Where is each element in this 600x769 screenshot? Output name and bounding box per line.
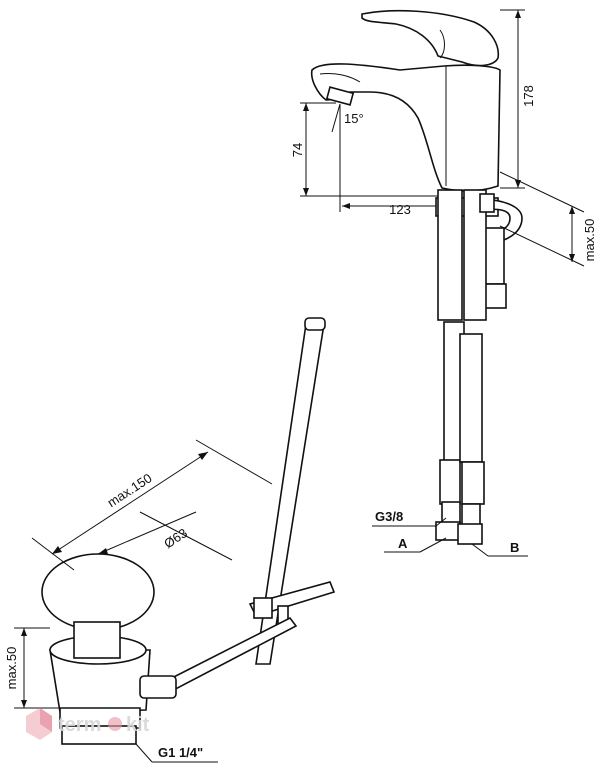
inlet-thread bbox=[479, 193, 495, 213]
mount-stud bbox=[483, 227, 505, 285]
dim-rod-length-label: max.150 bbox=[105, 470, 155, 510]
spout-edge bbox=[319, 73, 361, 83]
thread-label: G3/8 bbox=[375, 509, 403, 524]
pivot-nut bbox=[139, 675, 177, 699]
hose-a bbox=[435, 189, 465, 541]
dim-angle-label: 15° bbox=[344, 111, 364, 126]
stopper-stem bbox=[73, 621, 121, 659]
dim-spout-height-label: 74 bbox=[290, 143, 305, 157]
dim-cap-diameter-label: Ø63 bbox=[161, 525, 190, 551]
aerator bbox=[325, 86, 355, 106]
faucet-drawing: 178 74 15° 123 max.50 bbox=[290, 9, 597, 557]
dim-hose-max-label: max.50 bbox=[582, 219, 597, 262]
lever-detail bbox=[439, 29, 445, 59]
faucet-lever bbox=[361, 9, 500, 67]
watermark: term kit bbox=[26, 708, 150, 740]
watermark-dot bbox=[108, 717, 122, 731]
inlet-a-label: A bbox=[398, 536, 408, 551]
watermark-text-left: term bbox=[58, 714, 101, 736]
inlet-b-label: B bbox=[510, 540, 519, 555]
stopper-cap bbox=[41, 553, 155, 631]
watermark-text-right: kit bbox=[126, 714, 150, 736]
drain-thread-label: G1 1/4" bbox=[158, 745, 203, 760]
pivot-rod bbox=[158, 616, 298, 696]
dim-body-max-label: max.50 bbox=[4, 647, 19, 690]
drain-drawing: max.150 Ø63 max.50 G1 1/4" bbox=[4, 317, 336, 763]
hose-b bbox=[457, 189, 487, 545]
lift-rod-knob bbox=[304, 317, 326, 331]
clevis-clip bbox=[253, 597, 273, 619]
dim-height-label: 178 bbox=[521, 85, 536, 107]
dim-reach-label: 123 bbox=[389, 202, 411, 217]
